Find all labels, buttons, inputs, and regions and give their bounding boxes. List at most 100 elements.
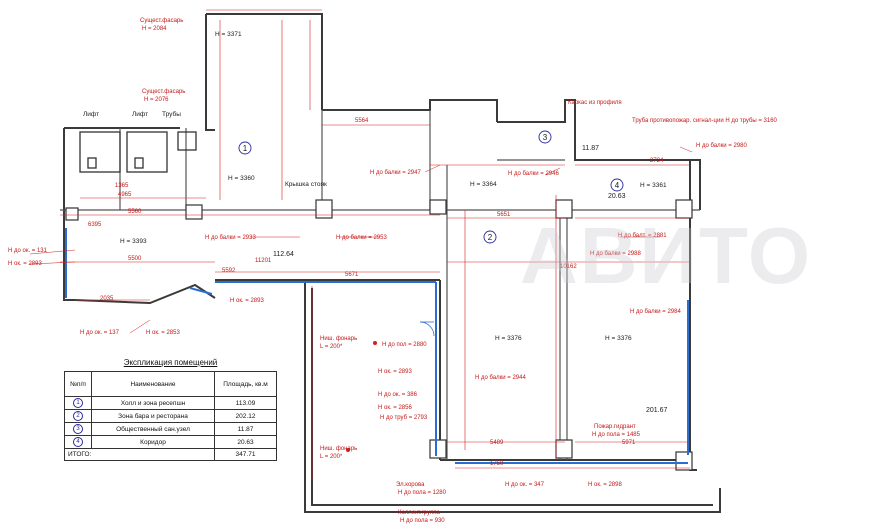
watermark: АВИТО bbox=[520, 211, 813, 300]
hall-left-height: H = 3393 bbox=[120, 238, 147, 245]
window-386-label: H до ок. = 386 bbox=[378, 392, 418, 398]
row-num: 4 bbox=[73, 437, 83, 447]
room-2-height-right: H = 3376 bbox=[605, 335, 632, 342]
top-corridor-height: H = 3371 bbox=[215, 31, 242, 38]
window-2893c-label: H ок. = 2893 bbox=[378, 369, 412, 375]
dim-2724: 2724 bbox=[650, 158, 664, 164]
dimension-lines bbox=[60, 9, 690, 480]
header-num: №п/п bbox=[64, 371, 92, 397]
hydrant-height: H до пола = 1485 bbox=[592, 432, 641, 438]
room-2-height-top: H = 3364 bbox=[470, 181, 497, 188]
room-schedule-title: Экспликация помещений bbox=[123, 358, 218, 367]
row-name: Холл и зона ресепшн bbox=[91, 396, 215, 410]
window-2898-label: H ок. = 2898 bbox=[588, 482, 622, 488]
collector-label: Коллект.группа bbox=[398, 510, 440, 516]
window-137-label: H до ок. = 137 bbox=[80, 330, 120, 336]
room-1-area: 112.64 bbox=[273, 251, 294, 258]
dim-11201: 11201 bbox=[255, 258, 272, 264]
room-3-number: 3 bbox=[543, 133, 548, 142]
room-2-height-center: H = 3376 bbox=[495, 335, 522, 342]
box-label: Эл.корова bbox=[396, 482, 425, 488]
riser-label: Крышка стояк bbox=[285, 181, 327, 188]
room-markers bbox=[238, 130, 624, 244]
lamp-1-value: L = 200* bbox=[320, 344, 343, 350]
table-header-row: №п/п Наименование Площадь, кв.м bbox=[64, 371, 277, 397]
beam-2980-label: H до балки = 2980 bbox=[696, 143, 747, 149]
dim-5564: 5564 bbox=[355, 118, 369, 124]
row-name: Зона бара и ресторана bbox=[91, 409, 215, 423]
room-3-area: 11.87 bbox=[582, 145, 599, 152]
room-4-height: H = 3361 bbox=[640, 182, 667, 189]
dim-5560: 5560 bbox=[128, 209, 142, 215]
floor-2880-label: H до пол = 2880 bbox=[382, 342, 427, 348]
room-2-number: 2 bbox=[488, 233, 493, 242]
window-2853-label: H ок. = 2853 bbox=[146, 330, 180, 336]
dim-5592: 5592 bbox=[222, 268, 236, 274]
frame-label: Каркас из профиля bbox=[568, 100, 622, 106]
columns bbox=[65, 199, 693, 471]
room-1-number: 1 bbox=[243, 144, 248, 153]
beam-2947-label: H до балки = 2947 bbox=[370, 170, 421, 176]
shaft-2-label: Сущест.фасарь bbox=[142, 89, 185, 95]
door bbox=[419, 321, 435, 337]
shaft-2-height: H = 2076 bbox=[144, 97, 169, 103]
window-347-label: H до ок. = 347 bbox=[505, 482, 545, 488]
hydrant-label: Пожар.гидрант bbox=[594, 424, 636, 430]
row-num: 1 bbox=[73, 398, 83, 408]
window-2893-label: H ок. = 2893 bbox=[8, 261, 42, 267]
lamp-points bbox=[346, 341, 377, 452]
room-1-height: H = 3360 bbox=[228, 175, 255, 182]
row-name: Общественный сан.узел bbox=[91, 422, 215, 436]
window-2893b-label: H ок. = 2893 bbox=[230, 298, 264, 304]
beam-2881-label: H до балт. = 2881 bbox=[618, 233, 667, 239]
dim-5489: 5489 bbox=[490, 440, 504, 446]
header-name: Наименование bbox=[91, 371, 215, 397]
leader-marks bbox=[29, 146, 693, 334]
row-area: 202.12 bbox=[214, 409, 277, 423]
row-num: 3 bbox=[73, 424, 83, 434]
beam-2984-label: H до балки = 2984 bbox=[630, 309, 681, 315]
table-row: 2 Зона бара и ресторана 202.12 bbox=[64, 409, 277, 423]
dim-6395: 6395 bbox=[88, 222, 102, 228]
room-schedule: Экспликация помещений №п/п Наименование … bbox=[64, 358, 277, 461]
room-2-area: 201.67 bbox=[646, 407, 668, 414]
lift-shafts bbox=[79, 131, 197, 173]
window-2856-label: H ок. = 2856 bbox=[378, 405, 412, 411]
beam-2988-label: H до балки = 2988 bbox=[590, 251, 641, 257]
dim-5971: 5971 bbox=[622, 440, 636, 446]
lamp-2-label: Ниш. фонарь bbox=[320, 446, 357, 452]
header-area: Площадь, кв.м bbox=[214, 371, 277, 397]
pipes-label: Трубы bbox=[162, 110, 181, 118]
total-value: 347.71 bbox=[214, 448, 277, 461]
beam-2944-label: H до балки = 2944 bbox=[475, 375, 526, 381]
box-height: H до пола = 1280 bbox=[398, 490, 447, 496]
row-area: 11.87 bbox=[214, 422, 277, 436]
fire-pipe-label: Труба противопожар. сигнал-ции H до труб… bbox=[632, 118, 778, 124]
shaft-1-height: H = 2084 bbox=[142, 26, 167, 32]
table-row: 3 Общественный сан.узел 11.87 bbox=[64, 422, 277, 436]
lamp-2-value: L = 200* bbox=[320, 454, 343, 460]
row-name: Коридор bbox=[91, 435, 215, 449]
row-area: 113.09 bbox=[214, 396, 277, 410]
lift-2-label: Лифт bbox=[132, 111, 148, 118]
window-131-label: H до ок. = 131 bbox=[8, 248, 48, 254]
dim-5671: 5671 bbox=[345, 272, 359, 278]
beam-2953-label: H до балки = 2953 bbox=[336, 235, 387, 241]
dim-1750: 1750 bbox=[490, 461, 504, 467]
beam-2933-label: H до балки = 2933 bbox=[205, 235, 256, 241]
table-total-row: ИТОГО: 347.71 bbox=[64, 448, 277, 461]
shaft-1-label: Сущест.фасарь bbox=[140, 18, 183, 24]
dim-5651: 5651 bbox=[497, 212, 511, 218]
beam-2946-label: H до балки = 2946 bbox=[508, 171, 559, 177]
pipe-2793-label: H до труб = 2793 bbox=[380, 415, 428, 421]
row-num: 2 bbox=[73, 411, 83, 421]
row-area: 20.63 bbox=[214, 435, 277, 449]
dim-4965: 4965 bbox=[118, 192, 132, 198]
dim-10162: 10162 bbox=[560, 264, 577, 270]
collector-height: H до пола = 930 bbox=[400, 518, 445, 524]
room-schedule-table: №п/п Наименование Площадь, кв.м 1 Холл и… bbox=[64, 371, 277, 461]
table-row: 4 Коридор 20.63 bbox=[64, 435, 277, 449]
table-row: 1 Холл и зона ресепшн 113.09 bbox=[64, 396, 277, 410]
dim-5500: 5500 bbox=[128, 256, 142, 262]
